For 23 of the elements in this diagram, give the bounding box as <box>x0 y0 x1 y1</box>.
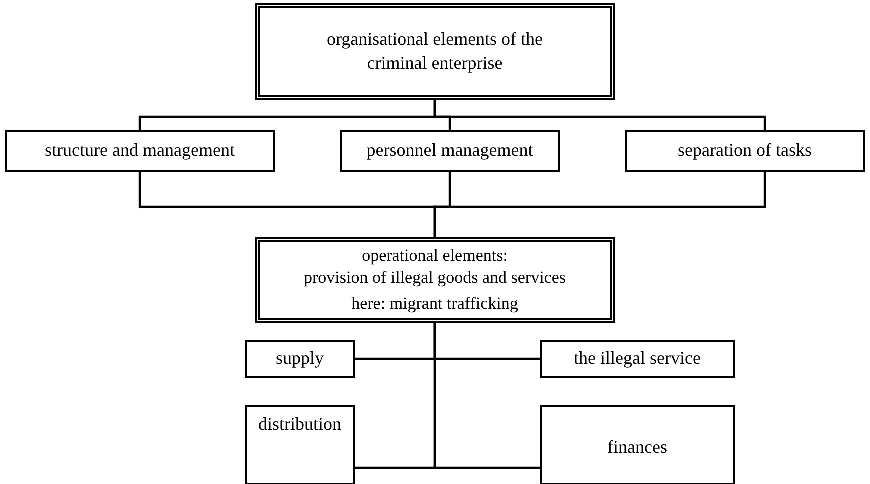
heading-box <box>255 237 615 323</box>
process-box <box>245 340 355 378</box>
node-text: separation of tasks <box>678 139 812 162</box>
connector-line <box>434 172 766 237</box>
node-text: here: migrant trafficking <box>352 293 518 316</box>
connector-line <box>434 100 766 130</box>
node-text: personnel management <box>366 139 534 162</box>
process-box <box>540 405 735 484</box>
node-text: structure and management <box>45 139 235 162</box>
process-box <box>540 340 735 378</box>
node-text: operational elements: <box>362 244 508 267</box>
heading-box <box>255 3 615 100</box>
process-box <box>245 405 355 484</box>
process-box <box>5 130 275 172</box>
node-text: supply <box>276 347 324 370</box>
connector-line <box>434 323 540 470</box>
node-text: distribution <box>258 413 342 436</box>
node-text: finances <box>608 436 668 460</box>
process-box <box>625 130 865 172</box>
node-text: provision of illegal goods and services <box>304 266 566 289</box>
node-text: the illegal service <box>574 347 701 370</box>
process-box <box>340 130 560 172</box>
node-text: organisational elements of the criminal enterprise <box>326 28 544 75</box>
